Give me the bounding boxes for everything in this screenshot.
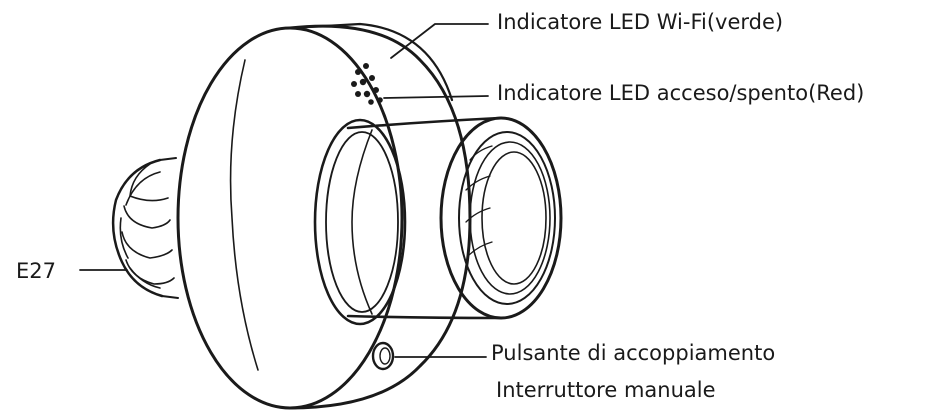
adapter-body bbox=[176, 22, 472, 410]
lamp-holder-cylinder bbox=[346, 116, 563, 320]
led-indicator-cluster bbox=[351, 63, 383, 105]
manual-switch-label: Interruttore manuale bbox=[496, 378, 716, 402]
e27-screw-base bbox=[111, 157, 179, 299]
e27-base-label: E27 bbox=[16, 259, 56, 283]
pairing-button bbox=[371, 341, 395, 371]
power-led-label: Indicatore LED acceso/spento(Red) bbox=[497, 81, 865, 105]
pairing-button-label: Pulsante di accoppiamento bbox=[491, 341, 776, 365]
wifi-led-label: Indicatore LED Wi-Fi(verde) bbox=[497, 10, 784, 34]
callout-lines bbox=[79, 23, 489, 358]
front-collar bbox=[313, 118, 407, 326]
